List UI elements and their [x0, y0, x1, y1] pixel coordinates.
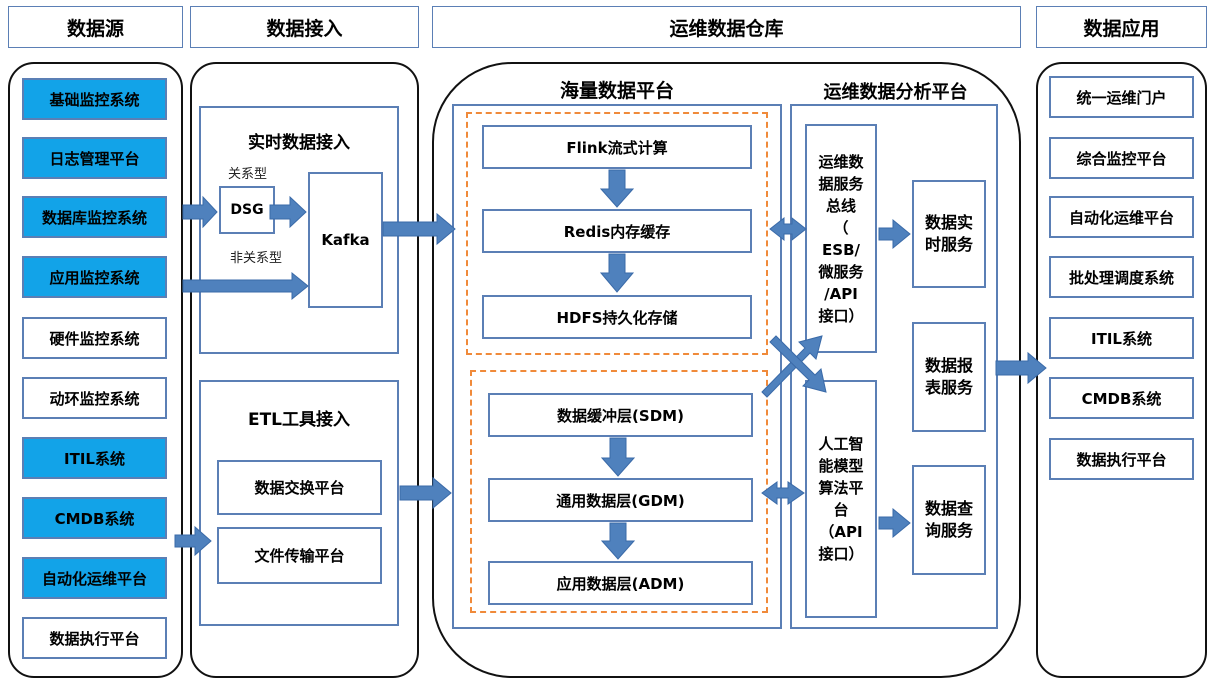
app-item: 综合监控平台 [1049, 137, 1194, 179]
source-item: 日志管理平台 [22, 137, 167, 179]
app-item: 批处理调度系统 [1049, 256, 1194, 298]
source-item: CMDB系统 [22, 497, 167, 539]
text-line: 人工智 [818, 435, 864, 453]
app-item: 自动化运维平台 [1049, 196, 1194, 238]
mass-data-platform-title: 海量数据平台 [559, 80, 674, 102]
text-line: 运维数 [818, 152, 864, 171]
app-item: 数据执行平台 [1049, 438, 1194, 480]
header-data-ingest: 数据接入 [190, 6, 419, 48]
esb-service-bus: 运维数据服务总线 （ ESB/微服务/API 接口） [805, 124, 877, 353]
text-line: 台 [833, 501, 849, 519]
stream-dashed-group [466, 112, 768, 355]
text-line: 数据查 [924, 499, 973, 518]
text-line: 总线 [825, 196, 856, 215]
non-relational-label: 非关系型 [230, 251, 283, 266]
app-item: ITIL系统 [1049, 317, 1194, 359]
sdm-box: 数据缓冲层(SDM) [488, 393, 753, 437]
source-item: 硬件监控系统 [22, 317, 167, 359]
adm-box: 应用数据层(ADM) [488, 561, 753, 605]
ai-model-platform: 人工智能模型算法平台 （API 接口） [805, 380, 877, 618]
source-item: 基础监控系统 [22, 78, 167, 120]
app-item: CMDB系统 [1049, 377, 1194, 419]
text-line: ESB/ [822, 240, 860, 259]
text-line: （ [833, 218, 849, 237]
redis-box: Redis内存缓存 [482, 209, 752, 253]
header-ops-warehouse: 运维数据仓库 [432, 6, 1021, 48]
dsg-box: DSG [219, 186, 275, 234]
text-line: （API [819, 523, 863, 541]
text-line: 表服务 [924, 378, 973, 397]
file-transfer-platform: 文件传输平台 [217, 527, 382, 584]
text-line: /API [824, 284, 858, 303]
data-exchange-platform: 数据交换平台 [217, 460, 382, 515]
source-item: 自动化运维平台 [22, 557, 167, 599]
text-line: 据服务 [818, 174, 864, 193]
text-line: 接口） [818, 545, 864, 563]
query-data-service: 数据查询服务 [912, 465, 986, 575]
report-data-service: 数据报表服务 [912, 322, 986, 432]
relational-label: 关系型 [228, 167, 268, 182]
realtime-ingest-title: 实时数据接入 [248, 133, 350, 153]
realtime-data-service: 数据实时服务 [912, 180, 986, 288]
text-line: 算法平 [818, 479, 864, 497]
header-data-apps: 数据应用 [1036, 6, 1207, 48]
flink-box: Flink流式计算 [482, 125, 752, 169]
etl-ingest-title: ETL工具接入 [247, 410, 351, 430]
source-item: 数据执行平台 [22, 617, 167, 659]
kafka-box: Kafka [308, 172, 383, 308]
text-line: 时服务 [924, 235, 973, 254]
app-item: 统一运维门户 [1049, 76, 1194, 118]
source-item: 数据库监控系统 [22, 196, 167, 238]
text-line: 能模型 [818, 457, 864, 475]
text-line: 数据报 [924, 356, 973, 375]
source-item: 动环监控系统 [22, 377, 167, 419]
text-line: 数据实 [924, 213, 973, 232]
gdm-box: 通用数据层(GDM) [488, 478, 753, 522]
text-line: 微服务 [818, 262, 864, 281]
analysis-platform-title: 运维数据分析平台 [823, 82, 968, 103]
hdfs-box: HDFS持久化存储 [482, 295, 752, 339]
source-item: 应用监控系统 [22, 256, 167, 298]
header-data-sources: 数据源 [8, 6, 183, 48]
source-item: ITIL系统 [22, 437, 167, 479]
text-line: 接口） [818, 306, 864, 325]
text-line: 询服务 [924, 521, 973, 540]
